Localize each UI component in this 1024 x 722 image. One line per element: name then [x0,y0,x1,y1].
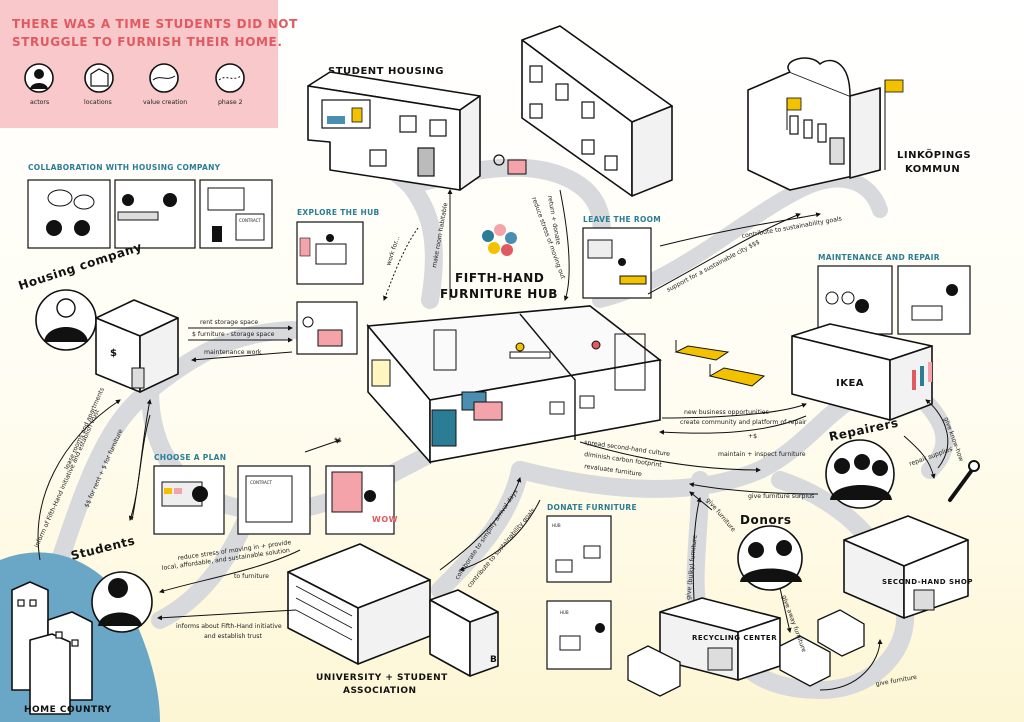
title-box: THERE WAS A TIME STUDENTS DID NOT STRUGG… [0,0,298,128]
title-line-1: THERE WAS A TIME STUDENTS DID NOT [12,17,298,31]
linkopings-label-2: KOMMUN [905,164,960,175]
panel-choose-plan: CHOOSE A PLAN CONTRACT WOW [153,453,398,535]
yellow-carts [674,340,766,387]
panel-explore-hub: EXPLORE THE HUB [296,208,380,355]
legend-phase-2: phase 2 [215,63,245,106]
flow-give-furniture-a: give furniture [704,497,736,534]
housing-building-glyph: $ [110,348,117,359]
linkopings-label-1: LINKÖPINGS [897,147,971,161]
ikea-label: IKEA [836,378,864,389]
university-building: B UNIVERSITY + STUDENT ASSOCIATION [287,543,499,696]
flow-work-for: work for... [385,235,401,266]
containers [627,609,865,697]
flow-informs-1: informs about Fifth-Hand initiative [176,623,282,630]
flow-informs-2: and establish trust [204,633,262,640]
panel-explore-title: EXPLORE THE HUB [297,208,380,217]
university-label-1: UNIVERSITY + STUDENT [316,673,448,683]
ikea-building: IKEA [791,323,933,421]
second-hand-shop-building: SECOND-HAND SHOP [843,515,973,619]
home-country-label: HOME COUNTRY [24,705,112,715]
legend-label-value-creation: value creation [143,99,187,106]
linkopings-kommun-building: LINKÖPINGS KOMMUN [747,57,971,191]
arrow-icon [152,75,176,81]
bike-with-cart [493,154,527,175]
title-line-2: STRUGGLE TO FURNISH THEIR HOME. [12,35,283,49]
second-hand-shop-label: SECOND-HAND SHOP [882,578,973,586]
flow-reduce-stress-in-3: to furniture [234,573,269,580]
hub-label-1: FIFTH-HAND [455,271,544,285]
hub-building [366,305,662,465]
legend-label-actors: actors [30,99,49,106]
panel-maintenance-title: MAINTENANCE AND REPAIR [818,253,940,262]
flow-maintenance-work: maintenance work [204,349,262,356]
panel-leave-title: LEAVE THE ROOM [583,215,661,224]
house-icon [90,68,109,87]
panel-maintenance: MAINTENANCE AND REPAIR [817,253,971,335]
person-icon [30,69,48,89]
choose-contract-text: CONTRACT [250,480,272,485]
student-housing-label: STUDENT HOUSING [328,66,444,77]
legend-locations: locations [84,63,114,106]
panel-choose-title: CHOOSE A PLAN [154,453,226,462]
hands-icon [482,224,517,256]
flow-new-business: new business opportunities [684,409,769,416]
panel-donate: DONATE FURNITURE HUB HUB [546,503,637,670]
flow-maintain-inspect: maintain + inspect furniture [718,451,806,458]
students-label: Students [69,533,136,563]
student-housing-building: STUDENT HOUSING [307,66,481,191]
recycling-center-building: RECYCLING CENTER [659,597,781,681]
collab-contract-text: CONTRACT [239,218,261,223]
university-windows [295,585,353,641]
building-b-label: B [490,655,497,665]
donate-hub-sign-2: HUB [560,610,569,615]
legend-actors: actors [24,63,54,106]
hub-label-2: FURNITURE HUB [440,287,558,301]
housing-company-building: $ [95,299,179,393]
flow-plus-dollar: +$ [748,433,757,440]
flow-create-community: create community and platform of repair [680,419,807,426]
donors-label: Donors [740,513,792,527]
wow-text: WOW [372,515,398,524]
legend-label-locations: locations [84,99,112,106]
flow-give-surplus: give furniture surplus [748,493,814,500]
dotted-arrow-icon [218,75,242,81]
repairers-actor: Repairers [825,416,900,509]
flow-furniture-storage: $ furniture - storage space [192,331,275,338]
donors-actor: Donors [737,513,803,591]
donate-hub-sign-1: HUB [552,523,561,528]
legend-label-phase-2: phase 2 [218,99,243,106]
hub-logo: FIFTH-HAND FURNITURE HUB [440,224,558,301]
flow-dollars: $$ [334,437,342,444]
university-label-2: ASSOCIATION [343,686,417,696]
panel-collaboration: COLLABORATION WITH HOUSING COMPANY CONTR… [27,163,273,249]
home-country: HOME COUNTRY [0,552,160,722]
panel-leave-room: LEAVE THE ROOM [582,215,661,299]
panel-collaboration-title: COLLABORATION WITH HOUSING COMPANY [28,163,221,172]
recycling-center-label: RECYCLING CENTER [692,634,777,642]
panel-donate-title: DONATE FURNITURE [547,503,637,512]
wrench-icon [948,460,980,502]
tall-building [521,25,673,197]
legend-value-creation: value creation [143,63,187,106]
flow-rent-storage: rent storage space [200,319,258,326]
flow-arrows [37,189,949,691]
